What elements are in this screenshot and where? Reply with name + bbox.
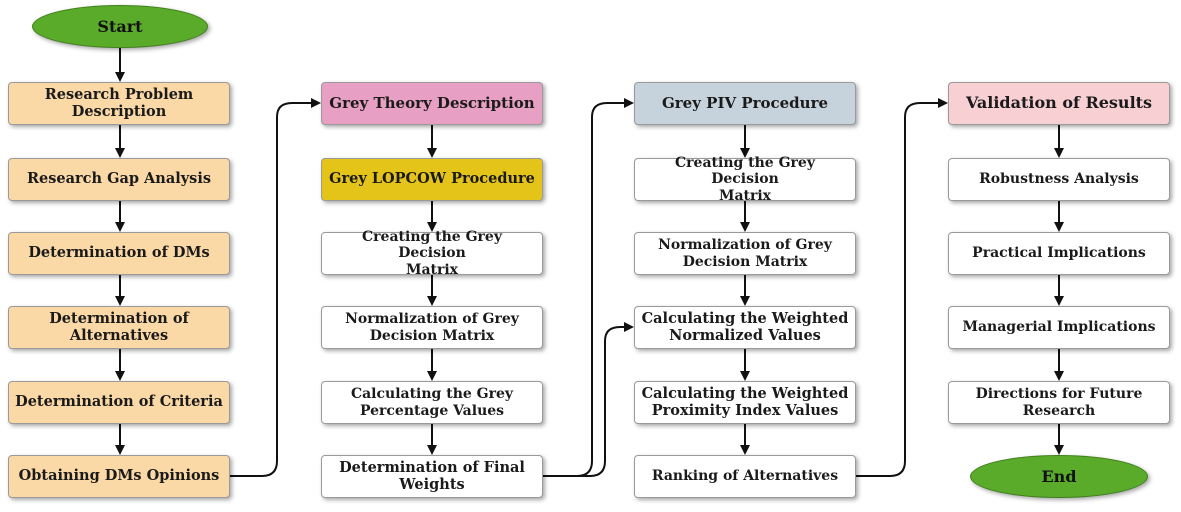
node-lopcow-final-weights: Determination of Final Weights (321, 455, 543, 498)
arrow-final-weights-to-grey-piv (543, 98, 634, 477)
node-research-gap: Research Gap Analysis (8, 158, 230, 201)
node-future-research: Directions for Future Research (948, 381, 1170, 424)
end-terminal: End (970, 455, 1148, 498)
arrow-opinions-to-grey-theory (230, 98, 321, 477)
node-determination-alternatives: Determination of Alternatives (8, 306, 230, 349)
node-robustness: Robustness Analysis (948, 158, 1170, 201)
node-grey-piv: Grey PIV Procedure (634, 82, 856, 125)
node-grey-lopcow: Grey LOPCOW Procedure (321, 158, 543, 201)
node-determination-dms: Determination of DMs (8, 232, 230, 275)
node-piv-weighted-normalized: Calculating the Weighted Normalized Valu… (634, 306, 856, 349)
node-determination-criteria: Determination of Criteria (8, 381, 230, 424)
node-managerial: Managerial Implications (948, 306, 1170, 349)
node-piv-creating: Creating the Grey Decision Matrix (634, 155, 856, 204)
node-piv-proximity: Calculating the Weighted Proximity Index… (634, 381, 856, 424)
node-lopcow-creating: Creating the Grey Decision Matrix (321, 229, 543, 278)
node-practical: Practical Implications (948, 232, 1170, 275)
node-piv-ranking: Ranking of Alternatives (634, 455, 856, 498)
node-piv-normalization: Normalization of Grey Decision Matrix (634, 232, 856, 275)
arrow-ranking-to-validation (856, 98, 948, 477)
node-lopcow-normalization: Normalization of Grey Decision Matrix (321, 306, 543, 349)
arrow-final-weights-to-weighted-normalized (543, 322, 634, 477)
node-obtaining-opinions: Obtaining DMs Opinions (8, 455, 230, 498)
node-grey-theory: Grey Theory Description (321, 82, 543, 125)
node-validation: Validation of Results (948, 82, 1170, 125)
start-terminal: Start (32, 5, 208, 48)
node-lopcow-percentage: Calculating the Grey Percentage Values (321, 381, 543, 424)
node-research-problem: Research Problem Description (8, 82, 230, 125)
